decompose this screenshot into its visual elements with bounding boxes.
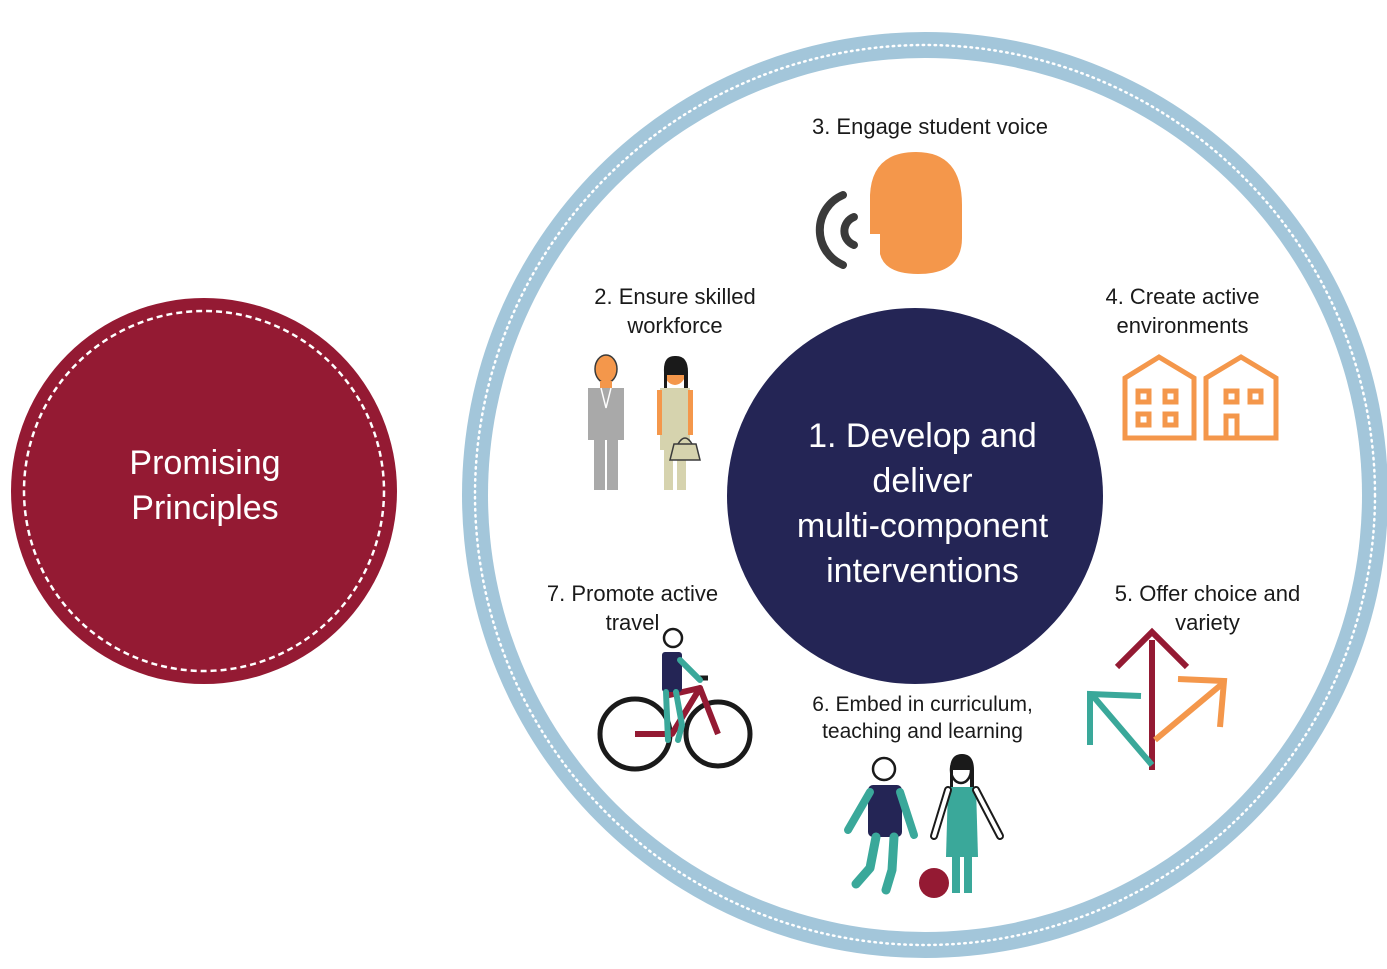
staff-icon (588, 354, 701, 490)
principle-7-label: 7. Promote active travel (546, 581, 719, 635)
core-circle (727, 308, 1103, 684)
cyclist-icon (597, 627, 753, 772)
principle-2-label: 2. Ensure skilled workforce (594, 284, 756, 338)
promising-principles-title: Promising Principles (129, 444, 281, 527)
promising-principles-circle (11, 298, 397, 684)
head-speaking-icon (815, 152, 962, 274)
principle-5-label: 5. Offer choice and variety (1114, 581, 1301, 635)
houses-icon (1122, 354, 1279, 441)
children-ball-icon (844, 754, 1004, 898)
arrows-icon (1087, 627, 1228, 770)
principle-3-label: 3. Engage student voice (811, 114, 1049, 139)
core-principle-label: 1. Develop and deliver multi-component i… (796, 417, 1049, 590)
principle-6-label: 6. Embed in curriculum, teaching and lea… (812, 693, 1033, 743)
principle-4-label: 4. Create active environments (1105, 284, 1260, 338)
